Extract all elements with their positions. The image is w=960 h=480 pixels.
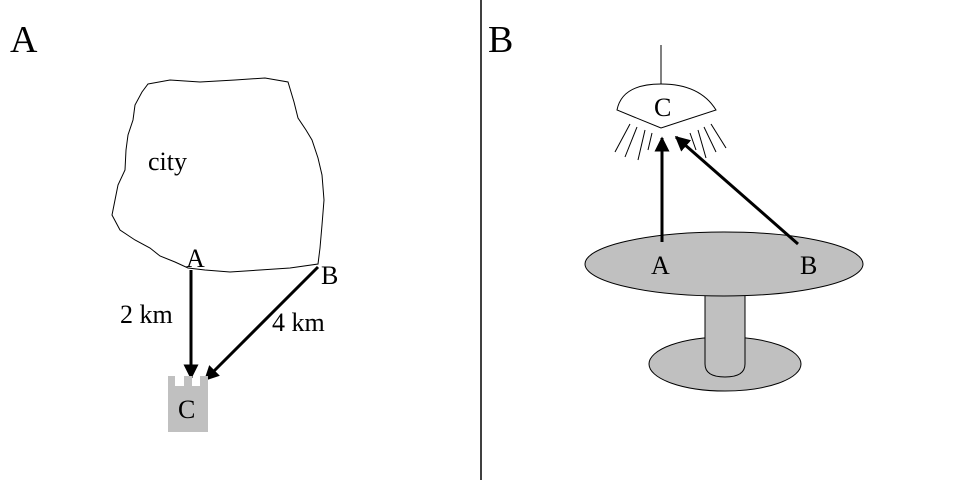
point-c-label-lamp: C: [654, 93, 671, 122]
point-b-label: B: [321, 261, 338, 290]
light-rays: [614, 123, 727, 161]
city-outline: [111, 77, 325, 273]
arrow-b-to-c: [203, 265, 320, 382]
city-label: city: [148, 147, 187, 176]
distance-b-c-label: 4 km: [272, 308, 325, 337]
panel-a: A city A B 2 km 4 km C: [10, 19, 338, 432]
table-leg: [704, 289, 746, 378]
lamp-icon: C: [614, 45, 727, 161]
point-a-label: A: [186, 244, 205, 273]
distance-a-c-label: 2 km: [120, 300, 173, 329]
table-icon: [584, 231, 864, 392]
arrow-b-to-lamp: [674, 135, 799, 246]
panel-a-letter: A: [10, 19, 38, 61]
point-b-label-table: B: [800, 251, 817, 280]
panel-b: B C A: [488, 19, 864, 392]
point-c-label: C: [178, 395, 195, 424]
panel-b-letter: B: [488, 19, 513, 61]
castle-icon: C: [168, 376, 208, 432]
point-a-label-table: A: [651, 251, 670, 280]
table-top: [584, 231, 864, 297]
lamp-shade: [616, 83, 717, 129]
